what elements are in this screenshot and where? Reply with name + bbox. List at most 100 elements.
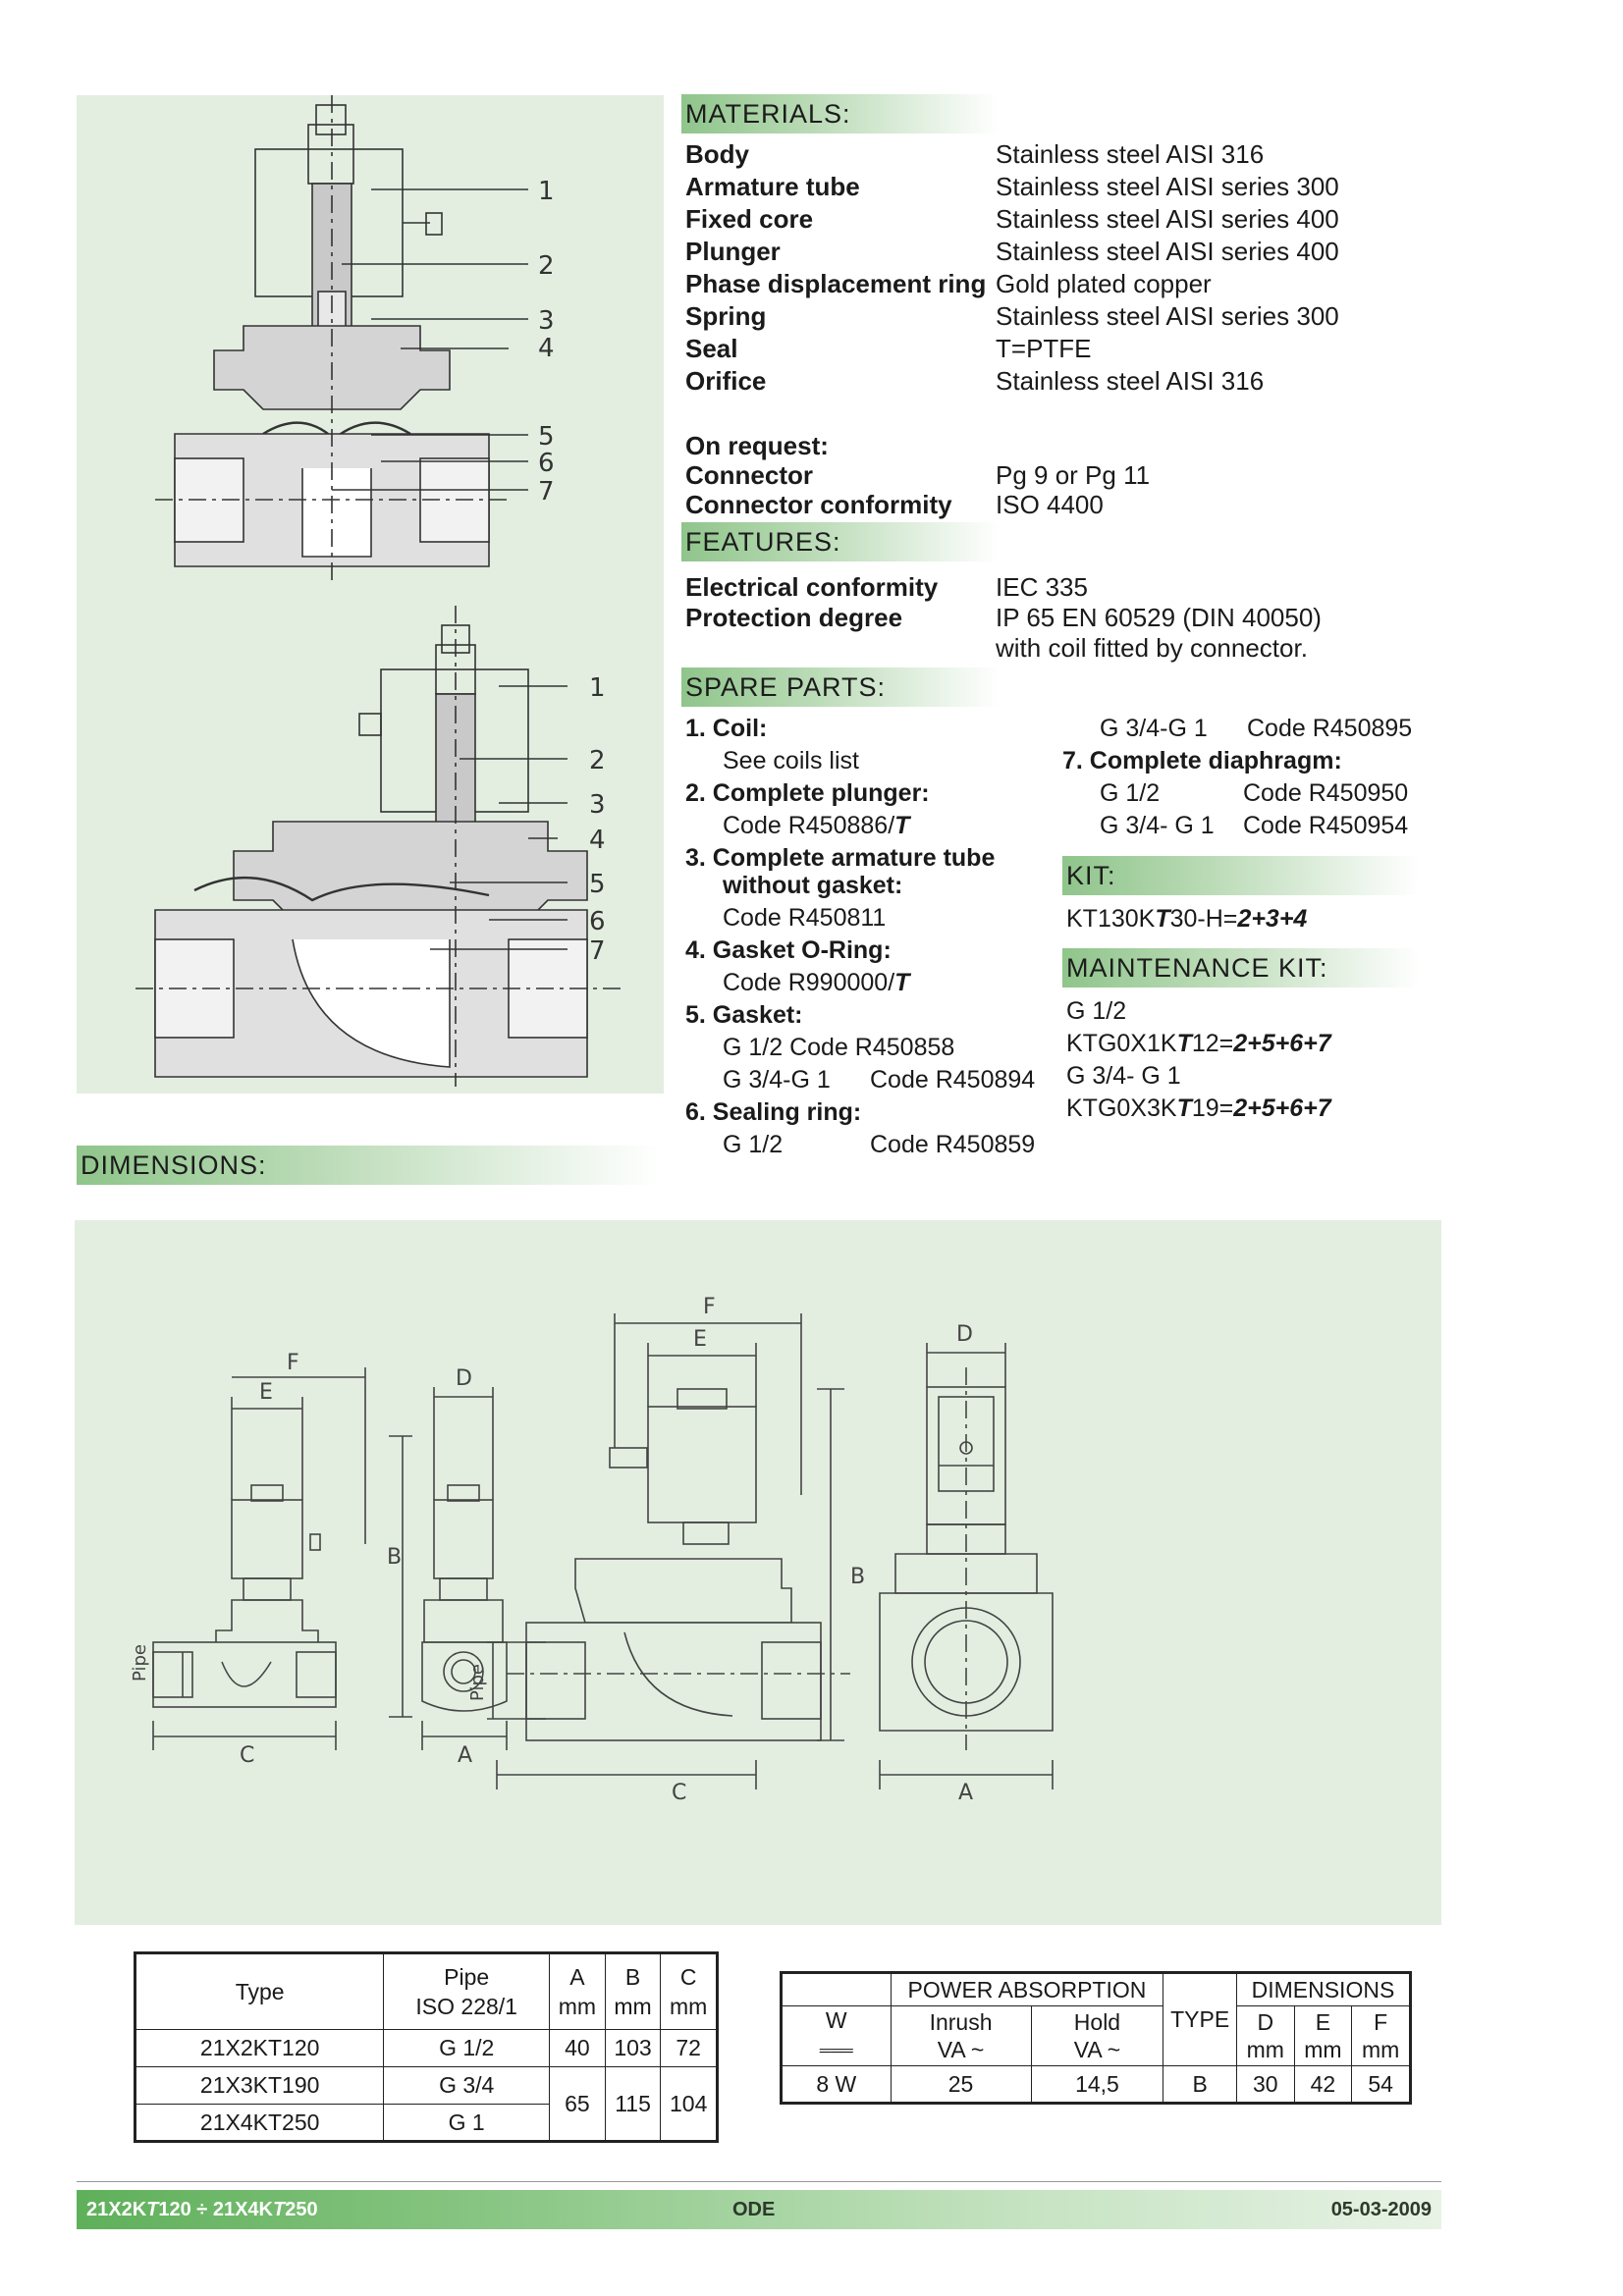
th-type: TYPE: [1163, 1972, 1237, 2066]
material-value: Stainless steel AISI 316: [996, 139, 1265, 169]
spare-parts-list: 1. Coil: See coils list 2. Complete plun…: [685, 713, 1058, 1164]
material-label: Body: [685, 139, 749, 169]
kit-header: KIT:: [1062, 856, 1420, 895]
material-value: T=PTFE: [996, 334, 1092, 363]
table-cell: 21X3KT190: [134, 2066, 385, 2105]
dim-label-a-small: A: [458, 1743, 472, 1768]
callout-2b: 2: [589, 746, 606, 775]
table-cell: 104: [660, 2066, 718, 2142]
table-cell: 65: [549, 2066, 606, 2142]
pipe-label-large: Pipe: [467, 1664, 488, 1701]
features-header: FEATURES:: [681, 522, 1000, 561]
spare-line: without gasket:: [723, 872, 903, 899]
spare-line: Code R450811: [723, 904, 887, 932]
cross-section-panel: 1 2 3 4 5 6 7 1 2 3 4 5 6 7: [77, 95, 664, 1094]
th-w: W═══: [781, 2005, 892, 2066]
request-value: ISO 4400: [996, 490, 1104, 519]
dim-label-f-small: F: [287, 1351, 299, 1375]
table-cell: 14,5: [1030, 2065, 1164, 2104]
spare-line: 6. Sealing ring:: [685, 1098, 862, 1126]
table-cell: G 1: [383, 2104, 551, 2142]
spare-line: 2. Complete plunger:: [685, 779, 930, 807]
maintenance-kit-list: G 1/2 KTG0X1KT12=2+5+6+7 G 3/4- G 1 KTG0…: [1066, 995, 1430, 1125]
footer-divider: [77, 2181, 1441, 2182]
maintenance-line: G 1/2: [1066, 997, 1127, 1025]
material-label: Seal: [685, 334, 738, 363]
callout-6b: 6: [589, 907, 606, 936]
callout-2: 2: [538, 251, 555, 281]
material-label: Armature tube: [685, 172, 860, 201]
kit-code: KT130KT30-H=2+3+4: [1066, 905, 1308, 933]
maintenance-kit-header: MAINTENANCE KIT:: [1062, 948, 1420, 988]
table-cell: 115: [604, 2066, 662, 2142]
footer-brand: ODE: [732, 2199, 776, 2220]
callout-4b: 4: [589, 826, 606, 855]
dimensions-panel: C A B D E F Pipe C A B D E F Pipe: [75, 1220, 1441, 1925]
dim-label-c-small: C: [240, 1743, 254, 1768]
maintenance-line: KTG0X1KT12=2+5+6+7: [1066, 1030, 1331, 1057]
request-value: Pg 9 or Pg 11: [996, 460, 1151, 490]
table-cell: 21X2KT120: [134, 2029, 385, 2067]
th-type: Type: [134, 1952, 385, 2030]
footer-model-range: 21X2KT120 ÷ 21X4KT250: [86, 2199, 318, 2220]
pipe-label-small: Pipe: [130, 1644, 150, 1682]
table-cell: G 3/4: [383, 2066, 551, 2105]
spare-line: 3. Complete armature tube: [685, 844, 996, 872]
table-cell: B: [1163, 2065, 1237, 2104]
spare-line: 4. Gasket O-Ring:: [685, 936, 892, 964]
callout-1: 1: [538, 177, 555, 206]
material-label: Spring: [685, 301, 767, 331]
table-cell: 21X4KT250: [134, 2104, 385, 2142]
callout-1b: 1: [589, 673, 606, 703]
table-cell: 25: [890, 2065, 1032, 2104]
cross-section-drawings: 1 2 3 4 5 6 7 1 2 3 4 5 6 7: [135, 95, 626, 1087]
callout-3: 3: [538, 306, 555, 336]
maintenance-line: KTG0X3KT19=2+5+6+7: [1066, 1095, 1331, 1122]
table-cell: 103: [604, 2029, 662, 2067]
request-label: Connector: [685, 460, 813, 490]
dim-label-b-small: B: [387, 1545, 402, 1570]
spare-line: 7. Complete diaphragm:: [1062, 747, 1342, 774]
dimensions-header: DIMENSIONS:: [77, 1146, 660, 1185]
spare-line: See coils list: [723, 747, 859, 774]
dim-label-d-small: D: [456, 1366, 472, 1391]
table-cell: 8 W: [781, 2065, 892, 2104]
callout-7: 7: [538, 477, 555, 507]
spare-parts-header: SPARE PARTS:: [681, 667, 1000, 707]
spare-line: Code R990000/T: [723, 969, 910, 996]
dimension-drawings: C A B D E F Pipe C A B D E F Pipe: [130, 1295, 1054, 1805]
footer-date: 05-03-2009: [1330, 2199, 1432, 2220]
materials-header: MATERIALS:: [681, 94, 1000, 133]
maintenance-line: G 3/4- G 1: [1066, 1062, 1181, 1090]
material-value: Stainless steel AISI series 300: [996, 301, 1339, 331]
dim-label-f-large: F: [703, 1295, 716, 1319]
material-value: Stainless steel AISI series 300: [996, 172, 1339, 201]
spare-line: 1. Coil:: [685, 715, 768, 742]
table-cell: [781, 1972, 892, 2006]
material-value: Stainless steel AISI series 400: [996, 204, 1339, 234]
feature-note: with coil fitted by connector.: [996, 633, 1308, 663]
power-absorption-table: POWER ABSORPTION TYPE DIMENSIONS W═══ In…: [780, 1971, 1412, 2105]
request-label: Connector conformity: [685, 490, 952, 519]
table-cell: 30: [1235, 2065, 1295, 2104]
dim-label-e-small: E: [259, 1380, 273, 1405]
footer-bar: 21X2KT120 ÷ 21X4KT250 ODE 05-03-2009: [77, 2190, 1441, 2229]
material-label: Orifice: [685, 366, 767, 396]
material-label: Phase displacement ring: [685, 269, 987, 298]
dim-label-e-large: E: [693, 1327, 707, 1352]
table-cell: 72: [660, 2029, 718, 2067]
spare-line: Code R450886/T: [723, 812, 910, 839]
